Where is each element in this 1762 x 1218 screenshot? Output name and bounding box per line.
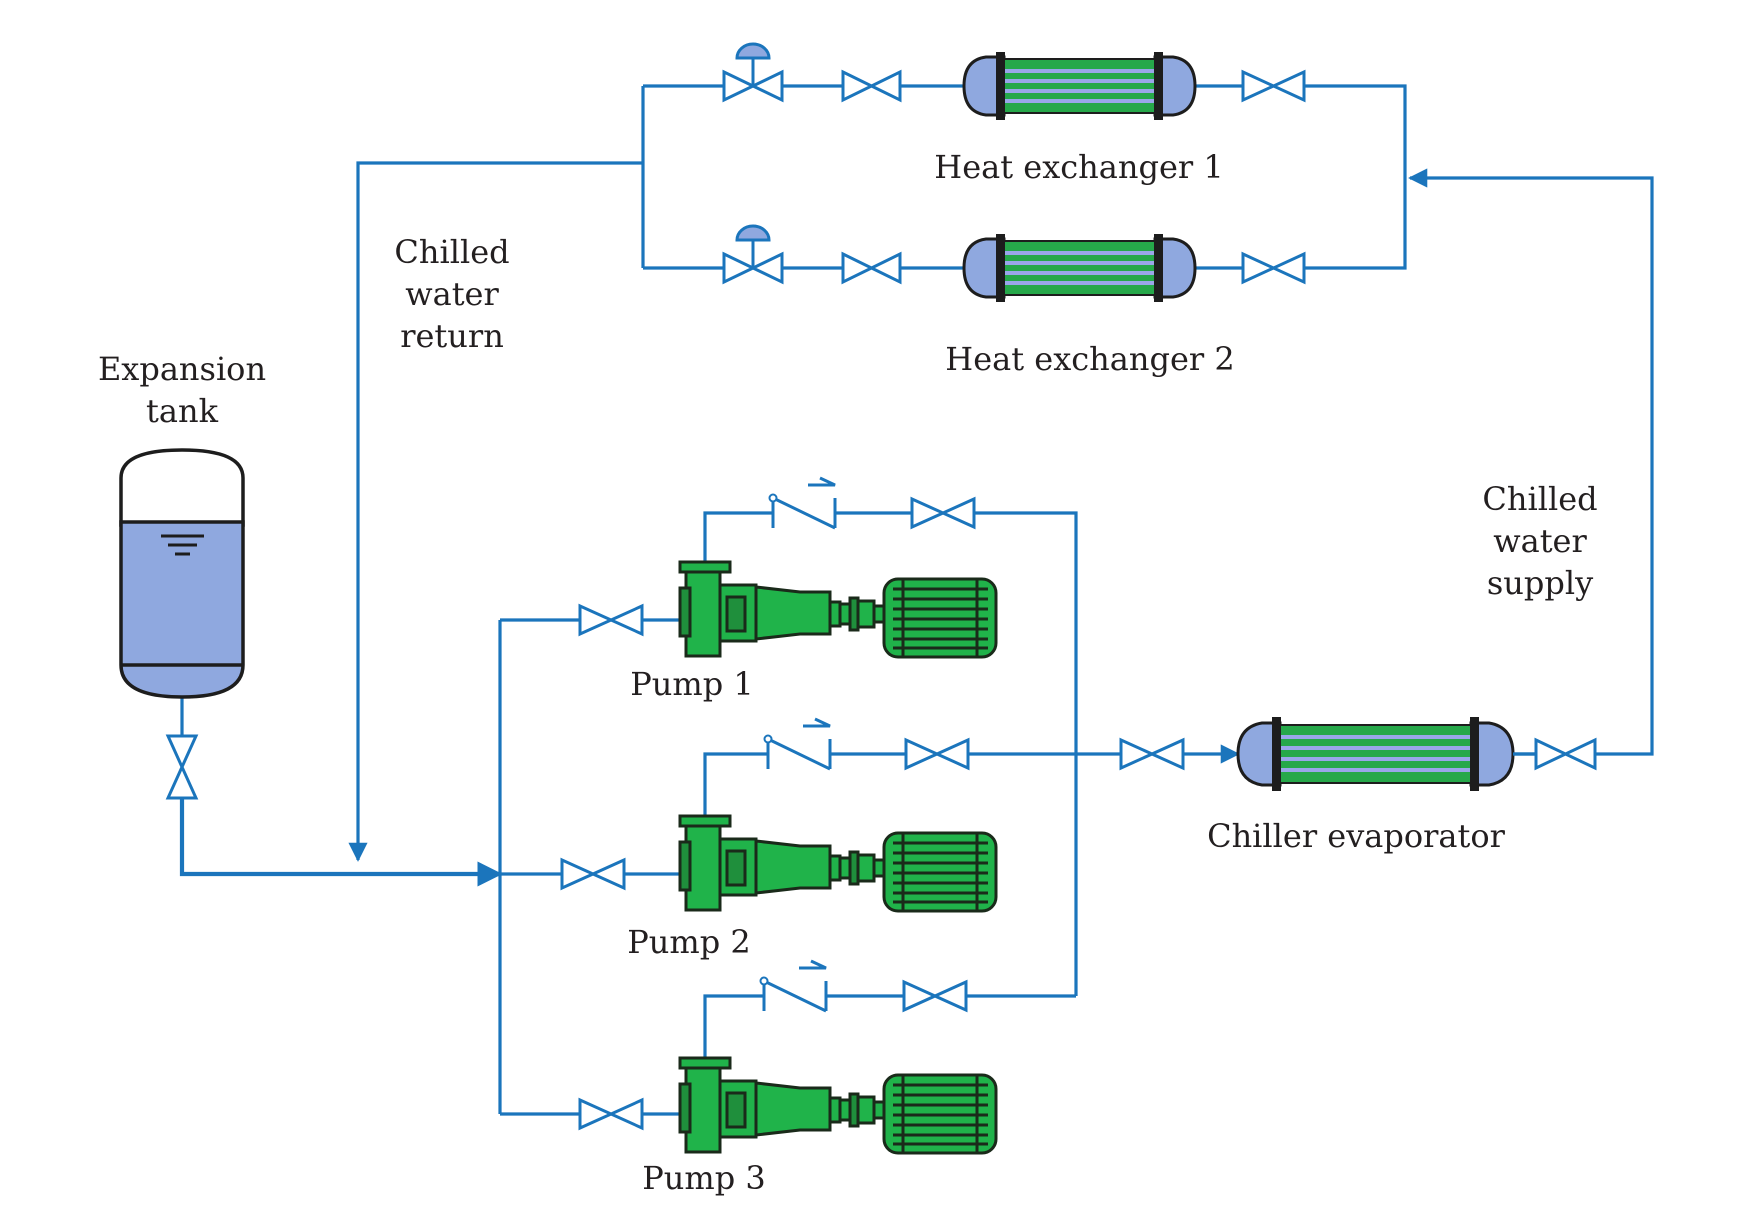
valves — [165, 42, 1597, 1131]
pump-1[interactable] — [678, 560, 998, 659]
expansion-tank[interactable] — [119, 448, 245, 699]
gate-valve-pump3-suction[interactable] — [578, 1097, 644, 1131]
control-valve-hx2[interactable] — [722, 224, 784, 285]
check-valve-pump2[interactable] — [763, 717, 832, 771]
gate-valve-pump2-suction[interactable] — [560, 857, 626, 891]
gate-valve-pump2-discharge[interactable] — [904, 737, 970, 771]
label-heat-exchanger-2: Heat exchanger 2 — [945, 340, 1234, 378]
label-chilled-water-return-line1: Chilled — [394, 233, 509, 271]
check-valve-pump1[interactable] — [768, 476, 837, 530]
pump-2[interactable] — [678, 814, 998, 913]
label-chilled-water-supply-line3: supply — [1487, 564, 1593, 602]
label-expansion-tank-line1: Expansion — [98, 350, 266, 388]
label-heat-exchanger-1: Heat exchanger 1 — [934, 148, 1223, 186]
label-chilled-water-return-line3: return — [400, 317, 504, 355]
gate-valve-evaporator-inlet[interactable] — [1119, 737, 1185, 771]
gate-valve-pump1-discharge[interactable] — [910, 496, 976, 530]
label-pump-2: Pump 2 — [627, 923, 751, 961]
label-expansion-tank-line2: tank — [146, 392, 219, 430]
heat-exchanger-1[interactable] — [962, 52, 1197, 120]
gate-valve-hx2-outlet[interactable] — [1241, 251, 1306, 285]
gate-valve-expansion-tank[interactable] — [165, 734, 199, 800]
gate-valve-pump3-discharge[interactable] — [902, 979, 968, 1013]
label-chiller-evaporator: Chiller evaporator — [1207, 817, 1506, 855]
gate-valve-hx2-inlet[interactable] — [841, 251, 902, 285]
gate-valve-pump1-suction[interactable] — [578, 603, 644, 637]
label-pump-3: Pump 3 — [642, 1159, 766, 1197]
label-chilled-water-supply-line1: Chilled — [1482, 480, 1597, 518]
heat-exchanger-2[interactable] — [962, 234, 1197, 302]
label-chilled-water-supply-line2: water — [1493, 522, 1587, 560]
control-valve-hx1[interactable] — [722, 42, 784, 103]
labels: Expansion tank Chilled water return Chil… — [98, 148, 1598, 1197]
gate-valve-evaporator-outlet[interactable] — [1534, 737, 1597, 771]
pump-3[interactable] — [678, 1056, 998, 1155]
label-pump-1: Pump 1 — [630, 665, 754, 703]
check-valve-pump3[interactable] — [759, 959, 828, 1013]
gate-valve-hx1-outlet[interactable] — [1241, 69, 1306, 103]
gate-valve-hx1-inlet[interactable] — [841, 69, 902, 103]
chiller-evaporator[interactable] — [1236, 717, 1515, 791]
label-chilled-water-return-line2: water — [405, 275, 499, 313]
